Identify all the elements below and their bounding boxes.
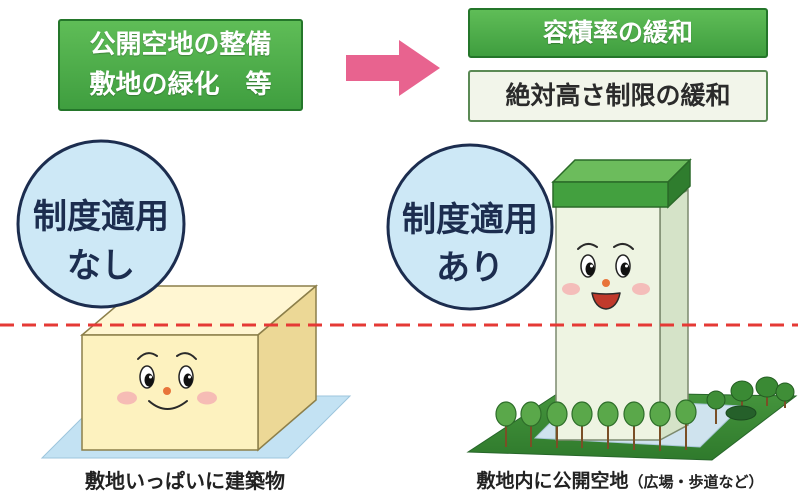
right-eye [615,254,631,278]
nose [602,279,610,287]
tree-canopy [649,401,671,427]
front-tree-row [495,399,697,451]
tree-canopy [495,401,517,427]
smile-mouth [148,400,188,410]
tree-canopy [706,390,726,410]
badge-circle [386,143,554,311]
tree-canopy [571,401,593,427]
right-cheek [632,283,650,295]
back-tree-cluster [706,376,795,424]
badge-circle [16,139,186,309]
height-limit-relaxation-box: 絶対高さ制限の緩和 [468,70,768,122]
left-eye [580,254,596,278]
right-eye [178,365,194,389]
roof-front-face [552,181,669,208]
tree-canopy [775,382,795,402]
floor-area-ratio-relaxation-box: 容積率の緩和 [468,8,768,58]
tree-canopy [730,380,754,402]
tree-canopy [520,401,542,427]
tree [495,401,517,447]
left-scene: 制度適用 なし [16,139,352,459]
left-eyebrow [577,243,598,250]
tree-canopy [597,401,619,427]
tree [597,401,619,449]
open-smile-mouth [591,292,621,310]
tall-building [551,158,692,442]
measures-line-1: 公開空地の整備 [89,30,272,60]
right-eyebrow [613,243,634,250]
measures-line-2: 敷地の緑化 等 [89,70,272,100]
pupil [585,262,595,276]
tree-canopy [675,399,697,425]
badge-applied: 制度適用 あり [386,143,554,311]
right-scene: 制度適用 あり [386,143,798,461]
left-eyebrow [137,352,158,360]
building-face [117,352,217,410]
left-eye [139,365,155,389]
caption-main: 敷地内に公開空地 [476,470,629,492]
building-face [562,243,650,310]
badge-line-1: 制度適用 [402,200,538,240]
pupil [144,373,154,387]
right-cheek [197,391,217,405]
pupil [183,373,193,387]
tree [623,401,645,450]
green-roof [551,158,692,209]
pupil [620,262,630,276]
badge-line-1: 制度適用 [33,197,169,237]
caption-with-system: 敷地内に公開空地（広場・歩道など） [452,468,788,494]
badge-line-2: あり [436,248,504,288]
tree [649,401,671,451]
right-arrow-icon [346,40,440,96]
left-cheek [562,283,580,295]
measures-box: 公開空地の整備 敷地の緑化 等 [58,19,303,111]
eye-highlight [625,264,628,268]
tree [546,401,568,448]
eye-highlight [149,375,152,379]
left-cheek [117,391,137,405]
right-eyebrow [176,352,197,360]
eye-highlight [188,375,191,379]
roof-top-face [551,159,692,183]
tree-canopy [755,376,779,398]
nose [163,387,171,395]
caption-without-system: 敷地いっぱいに建築物 [85,469,285,493]
tree-canopy [623,401,645,427]
badge-line-2: なし [67,246,135,286]
eye-highlight [590,264,593,268]
tree [675,399,697,450]
badge-not-applied: 制度適用 なし [16,139,186,309]
tree-canopy [546,401,568,427]
tree [520,401,542,447]
tree [571,401,593,448]
box-building [79,284,319,452]
caption-note: （広場・歩道など） [628,473,764,491]
hedge [725,405,757,421]
